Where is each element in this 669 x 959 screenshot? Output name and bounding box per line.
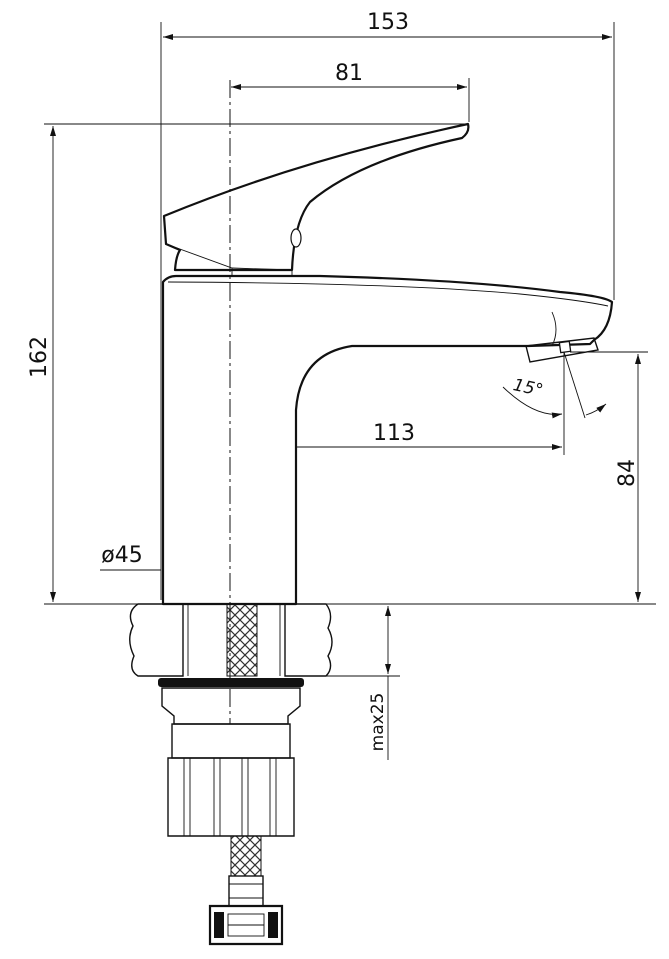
dimension-max-deck: max25 xyxy=(326,606,400,760)
countertop-section xyxy=(129,603,333,677)
dim-label-15-deg: 15° xyxy=(511,375,545,401)
faucet-body xyxy=(161,274,614,606)
dimension-handle-offset: 81 xyxy=(231,61,470,122)
dim-label-diameter-45: ø45 xyxy=(101,543,142,568)
dim-label-153: 153 xyxy=(367,10,409,35)
mounting-nut xyxy=(158,678,304,837)
dimension-overall-width: 153 xyxy=(160,10,615,600)
dim-label-81: 81 xyxy=(335,61,363,86)
dimension-spray-angle: 15° xyxy=(502,351,607,419)
dimension-spout-height: 84 xyxy=(570,351,648,602)
dim-label-162: 162 xyxy=(27,336,52,378)
dim-label-max25: max25 xyxy=(368,693,388,752)
dim-label-113: 113 xyxy=(373,421,415,446)
hose-connector-nut xyxy=(208,875,284,946)
dimension-spout-reach: 113 xyxy=(231,352,565,455)
flexible-hose xyxy=(226,603,262,877)
dimension-overall-height: 162 xyxy=(27,123,656,605)
dim-label-84: 84 xyxy=(615,459,640,487)
faucet-lever-handle xyxy=(162,122,470,276)
